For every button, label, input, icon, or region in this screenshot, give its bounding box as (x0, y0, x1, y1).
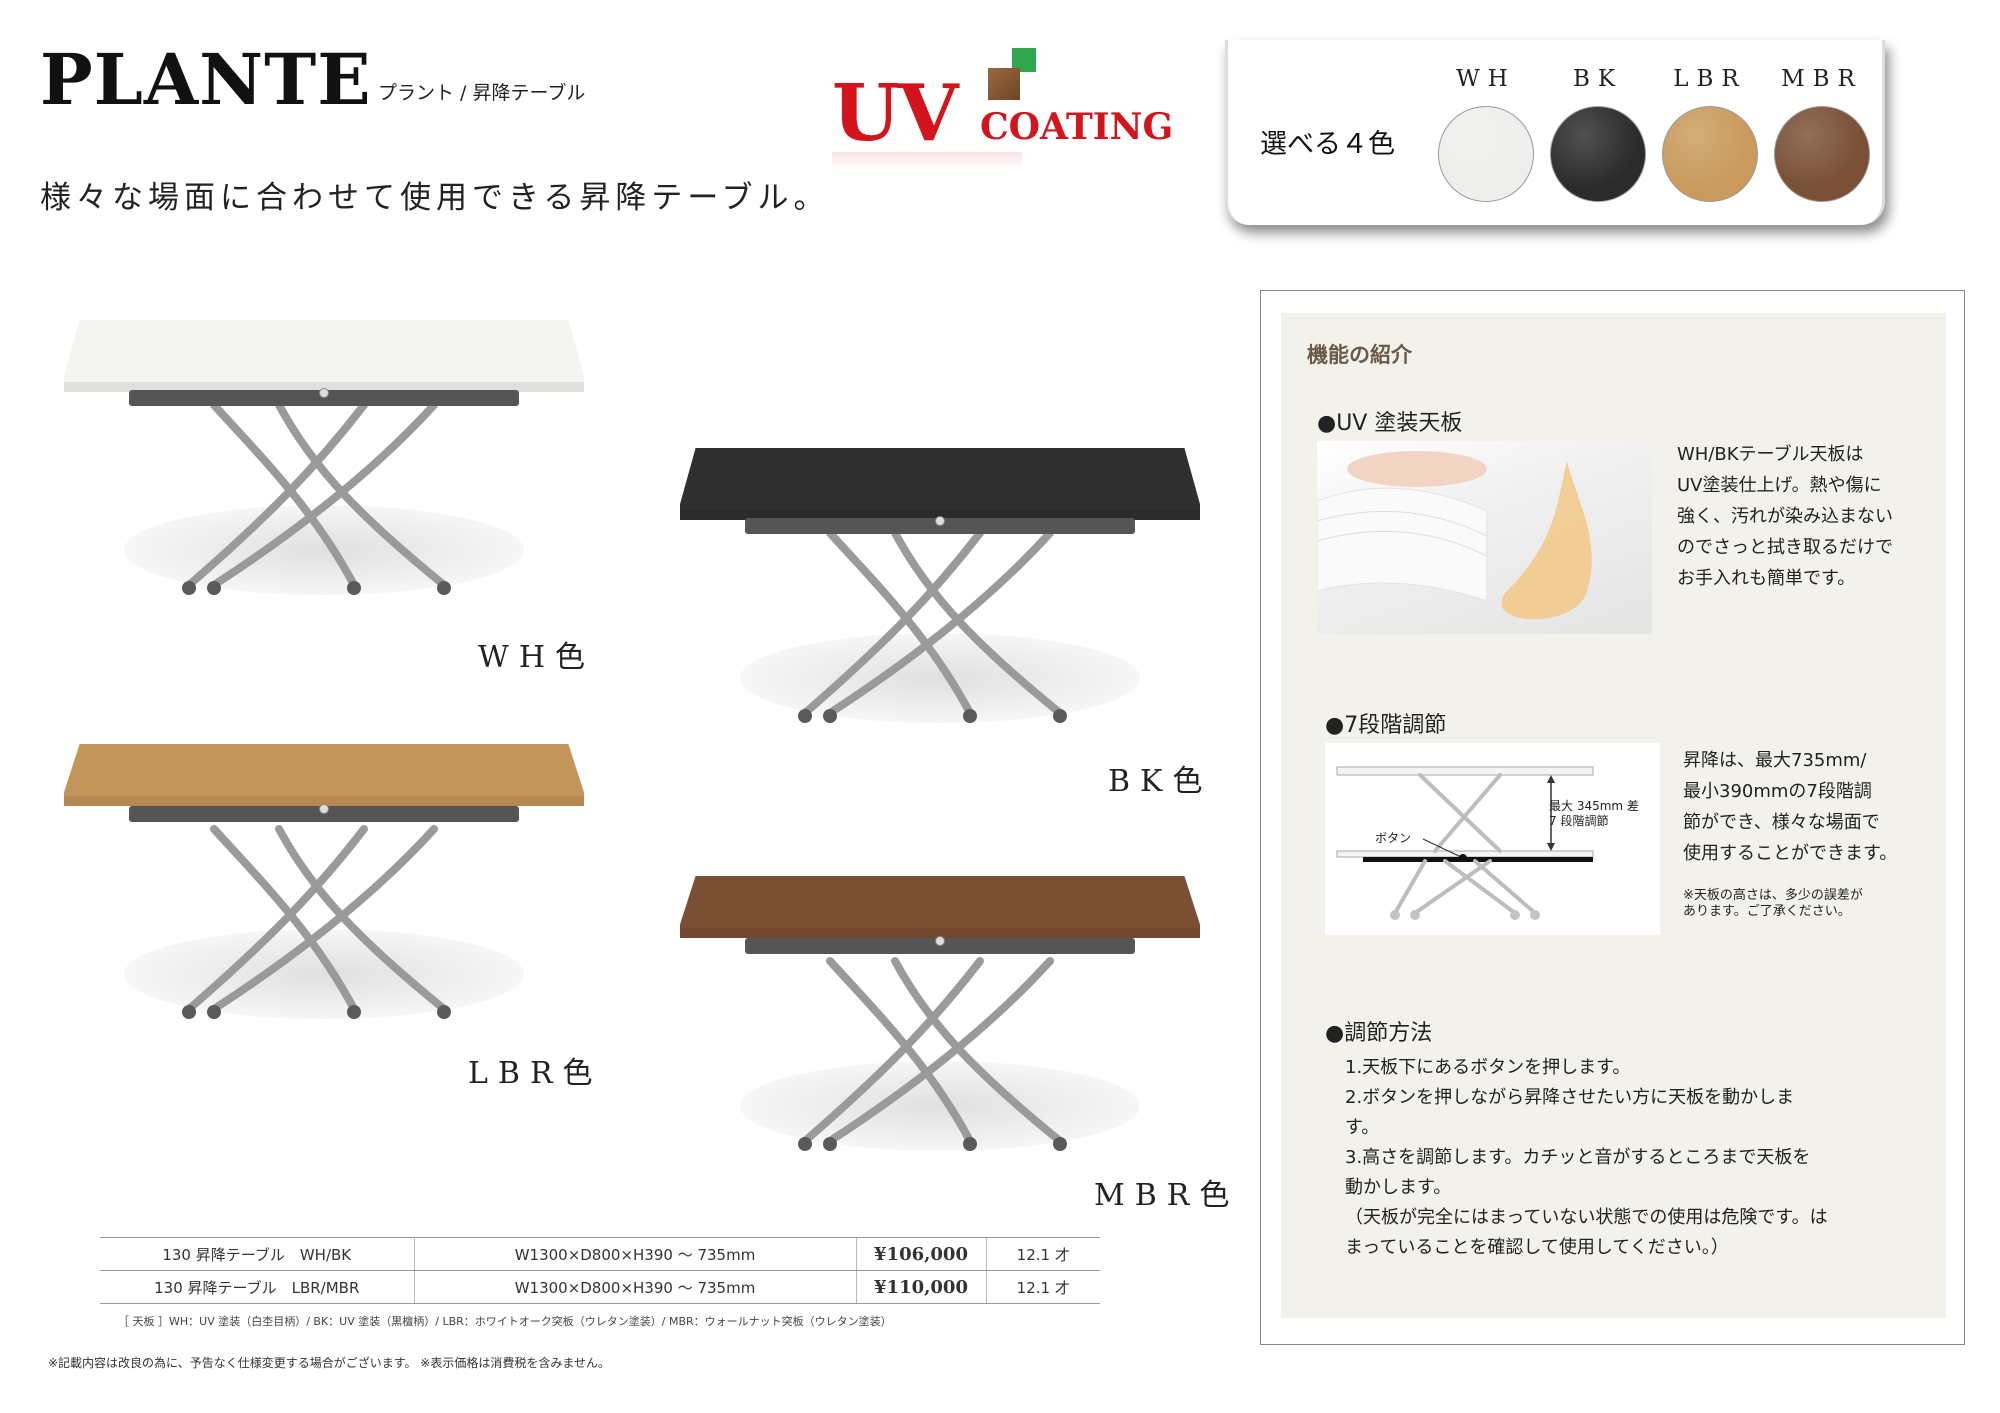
spec-size: W1300×D800×H390 ～ 735mm (413, 1270, 856, 1304)
diagram-range-line: 7 段階調節 (1549, 814, 1609, 828)
logo-uv-text: UV (832, 68, 959, 159)
swatch-wh (1438, 106, 1534, 202)
howto-line: 2.ボタンを押しながら昇降させたい方に天板を動かしま (1345, 1087, 1795, 1108)
product-caption-bk: BK色 (1108, 764, 1213, 799)
uv-demo-photo (1317, 441, 1652, 634)
tabletop (64, 320, 584, 392)
spec-material-note: ［ 天板 ］WH：UV 塗装（白杢目柄）/ BK：UV 塗装（黒檀柄）/ LBR… (118, 1315, 892, 1328)
steps-description: 昇降は、最大735mm/ 最小390mmの7段階調 節ができ、様々な場面で 使用… (1683, 745, 1943, 869)
product-image-wh (64, 320, 584, 600)
steps-line: 使用することができます。 (1683, 843, 1898, 864)
diagram-range-line: 最大 345mm 差 (1549, 799, 1639, 813)
adjust-button (319, 388, 329, 398)
table-row: 130 昇降テーブル LBR/MBR W1300×D800×H390 ～ 735… (100, 1270, 1100, 1304)
product-caption-wh: WH色 (478, 640, 595, 675)
height-diagram-svg (1336, 766, 1594, 920)
product-caption-mbr: MBR色 (1094, 1178, 1240, 1213)
howto-line: す。 (1345, 1117, 1380, 1138)
uv-photo-illustration (1317, 451, 1592, 620)
swatch-label-wh: WH (1456, 66, 1516, 92)
table-row: 130 昇降テーブル WH/BK W1300×D800×H390 ～ 735mm… (100, 1237, 1100, 1271)
howto-line: 3.高さを調節します。カチッと音がするところまで天板を (1345, 1147, 1811, 1168)
adjust-button (935, 936, 945, 946)
spec-size: W1300×D800×H390 ～ 735mm (413, 1237, 856, 1271)
logo-coating-text: COATING (980, 106, 1174, 148)
spec-price: ¥110,000 (855, 1270, 986, 1304)
table-apron (745, 518, 1135, 534)
swatch-lbr (1662, 106, 1758, 202)
tagline: 様々な場面に合わせて使用できる昇降テーブル。 (40, 180, 830, 216)
brand-subtitle: プラント / 昇降テーブル (378, 82, 586, 104)
spec-volume: 12.1 才 (985, 1270, 1100, 1304)
swatch-label-lbr: LBR (1673, 66, 1747, 92)
uv-section-title: ●UV 塗装天板 (1317, 411, 1463, 436)
logo-wood-square (988, 68, 1020, 100)
steps-line: 昇降は、最大735mm/ (1683, 750, 1867, 771)
uv-line: のでさっと拭き取るだけで (1677, 537, 1893, 558)
howto-line: （天板が完全にはまっていない状態での使用は危険です。は (1345, 1207, 1828, 1228)
tabletop (680, 448, 1200, 520)
table-apron (745, 938, 1135, 954)
table-apron (129, 806, 519, 822)
swatch-label-mbr: MBR (1781, 66, 1863, 92)
uv-line: 強く、汚れが染み込まない (1677, 506, 1893, 527)
product-image-mbr (680, 876, 1200, 1156)
howto-description: 1.天板下にあるボタンを押します。 2.ボタンを押しながら昇降させたい方に天板を… (1345, 1053, 1905, 1263)
adjust-button (935, 516, 945, 526)
tabletop (64, 744, 584, 806)
swatch-mbr (1774, 106, 1870, 202)
diagram-range-label: 最大 345mm 差 7 段階調節 (1549, 799, 1639, 829)
brand-title: PLANTE (40, 38, 372, 121)
uv-line: お手入れも簡単です。 (1677, 568, 1856, 589)
color-options-title: 選べる４色 (1260, 129, 1395, 160)
product-image-lbr (64, 744, 584, 1024)
steps-note-line: ※天板の高さは、多少の誤差が (1683, 888, 1863, 903)
spec-name: 130 昇降テーブル LBR/MBR (100, 1270, 414, 1304)
uv-coating-logo: UV COATING (832, 44, 1173, 174)
table-apron (129, 390, 519, 406)
steps-note: ※天板の高さは、多少の誤差が あります。ご了承ください。 (1683, 888, 1933, 920)
spec-volume: 12.1 才 (985, 1237, 1100, 1271)
table-legs-svg (182, 825, 451, 1019)
uv-line: UV塗装仕上げ。熱や傷に (1677, 475, 1882, 496)
table-legs-svg (182, 401, 451, 595)
height-diagram: ボタン 最大 345mm 差 7 段階調節 (1325, 743, 1660, 935)
spec-table: 130 昇降テーブル WH/BK W1300×D800×H390 ～ 735mm… (100, 1237, 1100, 1304)
footnote: ※記載内容は改良の為に、予告なく仕様変更する場合がございます。 ※表示価格は消費… (48, 1356, 611, 1370)
howto-line: 動かします。 (1345, 1177, 1452, 1198)
spec-name: 130 昇降テーブル WH/BK (100, 1237, 414, 1271)
steps-line: 最小390mmの7段階調 (1683, 781, 1872, 802)
product-image-bk (680, 448, 1200, 728)
swatch-bk (1550, 106, 1646, 202)
feature-panel: 機能の紹介 ●UV 塗装天板 WH/BKテーブル天板は UV塗装仕上げ。熱や傷に… (1260, 290, 1965, 1345)
swatch-label-bk: BK (1572, 66, 1624, 92)
howto-section-title: ●調節方法 (1325, 1021, 1433, 1046)
howto-line: 1.天板下にあるボタンを押します。 (1345, 1057, 1631, 1078)
adjust-button (319, 804, 329, 814)
steps-note-line: あります。ご了承ください。 (1683, 904, 1851, 919)
steps-section-title: ●7段階調節 (1325, 713, 1447, 738)
howto-line: まっていることを確認して使用してください。） (1345, 1237, 1729, 1258)
table-legs-svg (798, 529, 1067, 723)
spec-price: ¥106,000 (855, 1237, 986, 1271)
steps-line: 節ができ、様々な場面で (1683, 812, 1880, 833)
feature-panel-inner: 機能の紹介 ●UV 塗装天板 WH/BKテーブル天板は UV塗装仕上げ。熱や傷に… (1281, 313, 1946, 1318)
table-legs-svg (798, 957, 1067, 1151)
uv-description: WH/BKテーブル天板は UV塗装仕上げ。熱や傷に 強く、汚れが染み込まない の… (1677, 439, 1937, 594)
tabletop (680, 876, 1200, 938)
diagram-button-label: ボタン (1375, 831, 1412, 845)
feature-heading: 機能の紹介 (1307, 343, 1412, 367)
product-caption-lbr: LBR色 (468, 1056, 603, 1091)
color-options-panel: 選べる４色 WH BK LBR MBR (1225, 40, 1885, 225)
uv-line: WH/BKテーブル天板は (1677, 444, 1864, 465)
logo-reflection (832, 152, 1022, 170)
